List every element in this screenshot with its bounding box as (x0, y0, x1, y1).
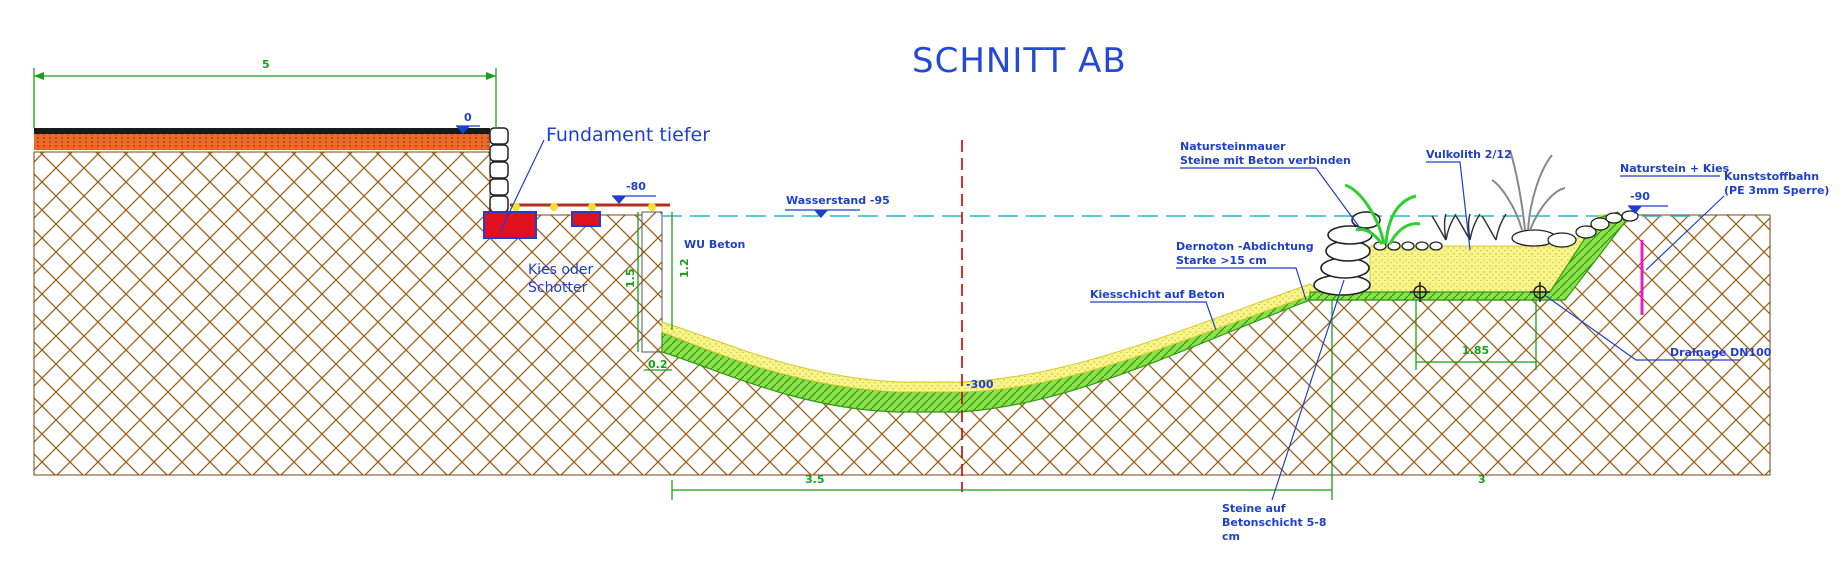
plant-tall-grass (1491, 149, 1566, 231)
label-fundament: Fundament tiefer (546, 124, 710, 146)
label-naturstein-kies: Naturstein + Kies (1620, 162, 1730, 175)
level-marker-foundation (612, 195, 656, 204)
level-water: Wasserstand -95 (786, 194, 890, 207)
surface-crust (34, 128, 490, 134)
dimension-wall (637, 212, 673, 371)
label-steine-3: cm (1222, 530, 1240, 543)
dim-pond-left: 3.5 (805, 473, 825, 486)
foundation-block-2 (571, 211, 601, 227)
drawing-title: SCHNITT AB (912, 41, 1127, 81)
stone-column (489, 127, 509, 213)
label-wu-beton: WU Beton (684, 238, 745, 251)
label-dernoton-1: Dernoton -Abdichtung (1176, 240, 1314, 253)
gravel-layer (34, 134, 490, 150)
dim-wall-2: 1.5 (624, 269, 637, 289)
level-bottom: -300 (966, 378, 994, 391)
label-kunststoff-2: (PE 3mm Sperre) (1724, 184, 1829, 197)
dimension-top (33, 68, 497, 128)
level-foundation: -80 (626, 180, 646, 193)
leader-steine (1271, 279, 1345, 501)
dim-top-label: 5 (262, 58, 270, 71)
leader-kunststoff (1645, 195, 1725, 271)
label-vulkolith: Vulkolith 2/12 (1426, 148, 1512, 161)
level-ground: 0 (464, 111, 472, 124)
label-kunststoff-1: Kunststoffbahn (1724, 170, 1819, 183)
leader-fundament (499, 139, 545, 233)
label-kies-1: Kies oder (528, 262, 593, 278)
drain-crosses (1410, 282, 1550, 302)
level-marker-water (785, 209, 860, 218)
dimension-drain (1415, 300, 1537, 370)
plant-shrubs (1431, 213, 1507, 241)
label-dernoton-2: Starke >15 cm (1176, 254, 1267, 267)
dimension-bottom (671, 300, 1333, 500)
level-marker-ground (456, 125, 480, 134)
label-drainage: Drainage DN100 (1670, 346, 1772, 359)
leader-drainage (1545, 295, 1740, 361)
dim-drain-span: 1.85 (1462, 344, 1489, 357)
dim-wall-foot: 0.2 (648, 358, 668, 371)
dim-wall-1: 1.2 (678, 259, 691, 279)
label-kiesschicht: Kiesschicht auf Beton (1090, 288, 1225, 301)
label-steine-1: Steine auf (1222, 502, 1286, 515)
leader-dernoton (1176, 267, 1307, 301)
dim-pond-right: 3 (1478, 473, 1486, 486)
natural-stone-wall (1313, 211, 1381, 296)
label-kies-2: Schotter (528, 280, 588, 296)
foundation-dots (512, 203, 656, 211)
leader-kiesschicht (1090, 301, 1217, 331)
leader-vulkolith (1426, 161, 1471, 251)
foundation-block-1 (483, 211, 537, 239)
cobble-row (1373, 210, 1639, 251)
leader-mauer (1180, 167, 1361, 229)
plant-grass-green (1344, 183, 1421, 245)
label-mauer-2: Steine mit Beton verbinden (1180, 154, 1351, 167)
wu-concrete-wall (641, 211, 663, 353)
label-steine-2: Betonschicht 5-8 (1222, 516, 1326, 529)
level-right: -90 (1630, 190, 1650, 203)
label-mauer-1: Natursteinmauer (1180, 140, 1286, 153)
level-marker-right (1628, 205, 1668, 214)
